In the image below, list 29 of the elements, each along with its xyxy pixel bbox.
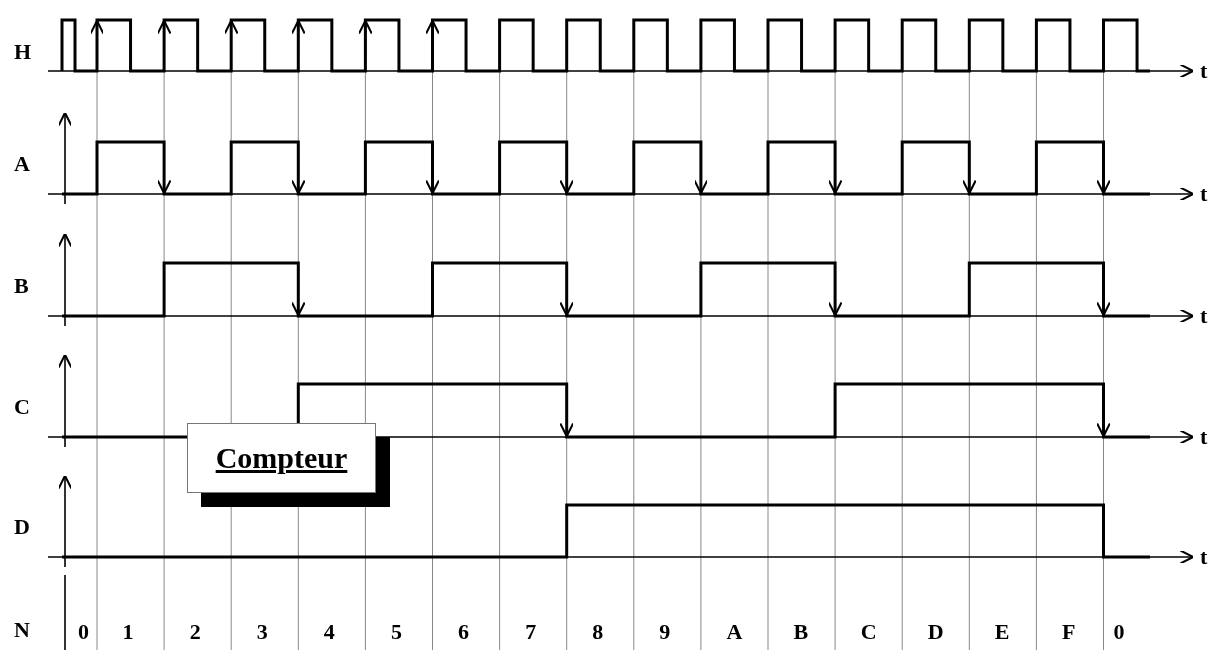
counter-value: 9 — [659, 620, 671, 644]
signal-label: D — [14, 515, 30, 539]
axis-label: t — [1200, 182, 1208, 206]
axis-label: t — [1200, 304, 1208, 328]
signal-label: H — [14, 40, 32, 64]
signal-label: N — [14, 618, 30, 642]
signal-label: C — [14, 395, 30, 419]
axis-label: t — [1200, 545, 1208, 569]
counter-value: 0 — [78, 620, 89, 644]
counter-value: 2 — [189, 620, 201, 644]
counter-value: 1 — [122, 620, 134, 644]
signal-label: A — [14, 152, 30, 176]
counter-value: C — [860, 620, 877, 644]
counter-value: 7 — [525, 620, 537, 644]
box-title: Compteur — [215, 441, 348, 475]
counter-value: 8 — [592, 620, 604, 644]
counter-value: 6 — [458, 620, 470, 644]
counter-value: F — [1061, 620, 1076, 644]
counter-value: A — [726, 620, 743, 644]
axis-label: t — [1200, 59, 1208, 83]
counter-value: 5 — [390, 620, 402, 644]
signal-label: B — [14, 274, 29, 298]
axis-label: t — [1200, 425, 1208, 449]
counter-value: 4 — [323, 620, 335, 644]
counter-value: 3 — [256, 620, 268, 644]
counter-value: B — [793, 620, 809, 644]
counter-value: 0 — [1113, 620, 1125, 644]
counter-value: D — [927, 620, 944, 644]
counter-value: E — [994, 620, 1010, 644]
